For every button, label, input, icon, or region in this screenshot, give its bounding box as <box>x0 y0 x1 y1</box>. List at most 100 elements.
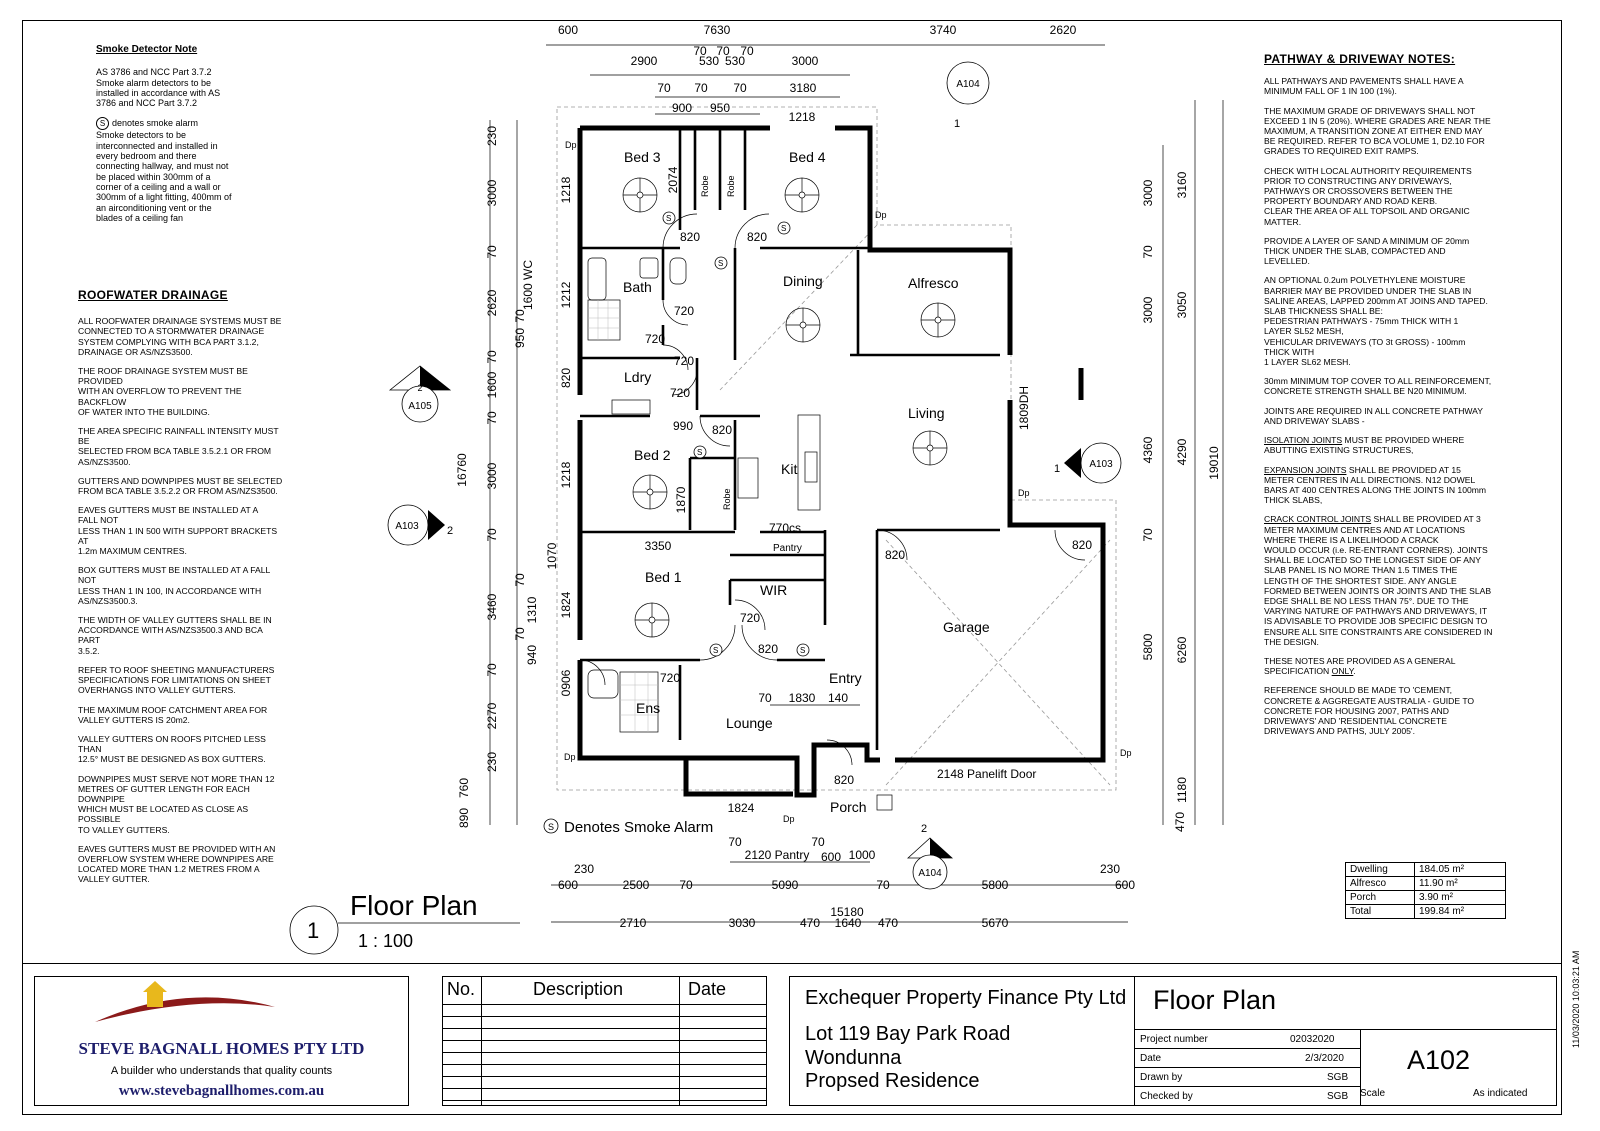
pathway-para: REFERENCE SHOULD BE MADE TO 'CEMENT, CON… <box>1264 685 1475 737</box>
title-block: STEVE BAGNALL HOMES PTY LTD A builder wh… <box>22 963 1562 1115</box>
dim-value: 820 <box>559 368 573 388</box>
bath-tub <box>587 257 607 301</box>
isolation-joints-term: ISOLATION JOINTS <box>1264 435 1343 446</box>
area-label: Total <box>1345 904 1415 919</box>
dim-value: 4290 <box>1175 438 1189 465</box>
crack-control-text: SHALL BE PROVIDED AT 3 METER MAXIMUM CEN… <box>1264 514 1493 647</box>
downpipe-label: Dp <box>875 210 887 220</box>
downpipe-labels: Dp Dp Dp Dp Dp Dp <box>564 140 1132 824</box>
room-bed4: Bed 4 <box>789 149 826 165</box>
marker-ref: A103 <box>395 521 419 532</box>
dim-value: 720 <box>674 304 694 318</box>
roofwater-para: REFER TO ROOF SHEETING MANUFACTURERS SPE… <box>78 664 275 696</box>
company-tagline: A builder who understands that quality c… <box>110 1065 333 1077</box>
drawn-by-label: Drawn by <box>1140 1072 1183 1083</box>
dim-value: 70 <box>740 44 754 58</box>
ceiling-fan-icon <box>632 474 668 510</box>
smoke-alarm-icon: S <box>693 445 707 459</box>
smoke-note-para1: AS 3786 and NCC Part 3.7.2 Smoke alarm d… <box>96 67 221 109</box>
dim-value: 70 <box>485 350 499 364</box>
dimension-text-top: 600 7630 3740 2620 2900 70 70 70 530 530… <box>558 23 1077 124</box>
dimension-text-interior: 2074 820 820 720 720 720 720 990 820 187… <box>645 166 1093 815</box>
roofwater-para: EAVES GUTTERS MUST BE INSTALLED AT A FAL… <box>78 505 278 557</box>
marker-num: 1 <box>1054 463 1060 475</box>
sheet-title: Floor Plan <box>1153 985 1277 1015</box>
room-wir: WIR <box>760 582 787 598</box>
dim-value: 1600 <box>485 371 499 398</box>
dim-value: 600 <box>558 878 578 892</box>
roofwater-para: DOWNPIPES MUST SERVE NOT MORE THAN 12 ME… <box>78 773 275 835</box>
drawn-by-row: Drawn by SGB <box>1135 1067 1360 1087</box>
marker-ref: A103 <box>1089 459 1113 470</box>
dimension-text-left: 16760 230 3000 70 2620 70 1600 70 3000 7… <box>455 126 573 828</box>
view-number: 1 <box>307 918 319 943</box>
info-divider <box>1360 1029 1361 1105</box>
dim-value: 70 <box>513 627 527 641</box>
dim-value: 70 <box>679 878 693 892</box>
dim-value: 820 <box>680 230 700 244</box>
dim-value: 16760 <box>455 453 469 487</box>
dim-value: 820 <box>834 773 854 787</box>
area-value: 3.90 m² <box>1414 890 1506 905</box>
panelift-door-label: 2148 Panelift Door <box>937 767 1036 781</box>
basin <box>639 257 659 279</box>
dim-value: 1640 <box>835 916 862 930</box>
fixtures <box>587 257 893 811</box>
drawing-sheet-border <box>22 20 1562 1115</box>
dim-value: 950 <box>513 328 527 348</box>
marker-ref: A105 <box>408 401 432 412</box>
room-alfresco: Alfresco <box>908 275 959 291</box>
revision-no-header: No. <box>447 979 476 999</box>
general-spec-end: . <box>1353 666 1356 677</box>
isolation-joints-text: MUST BE PROVIDED WHERE ABUTTING EXISTING… <box>1264 435 1465 456</box>
dim-value: 70 <box>1141 528 1155 542</box>
dim-value: 3350 <box>645 539 672 553</box>
pathway-para: CRACK CONTROL JOINTS SHALL BE PROVIDED A… <box>1264 514 1524 647</box>
marker-num: 2 <box>921 823 927 835</box>
revision-row <box>443 1016 766 1028</box>
view-title: 1 Floor Plan 1 : 100 <box>289 890 520 955</box>
room-ldry: Ldry <box>624 369 651 385</box>
smoke-alarm-icon: S <box>662 211 676 225</box>
svg-text:S: S <box>713 646 718 655</box>
area-value: 184.05 m² <box>1414 862 1506 877</box>
dim-value: 2620 <box>1050 23 1077 37</box>
dim-value: 70 <box>733 81 747 95</box>
dim-value: 140 <box>828 691 848 705</box>
dim-value: 900 <box>672 101 692 115</box>
smoke-detector-note: Smoke Detector Note AS 3786 and NCC Part… <box>96 44 271 232</box>
area-label: Dwelling <box>1345 862 1415 877</box>
pathway-para: THESE NOTES ARE PROVIDED AS A GENERAL SP… <box>1264 656 1524 676</box>
section-marker-a103-left: A103 2 <box>387 504 453 546</box>
date-value: 2/3/2020 <box>1305 1053 1344 1064</box>
dim-value: 1830 <box>789 691 816 705</box>
checked-by-row: Checked by SGB <box>1135 1086 1360 1106</box>
checked-by-value: SGB <box>1327 1091 1349 1102</box>
marker-ref: A104 <box>956 79 980 90</box>
roofwater-heading: ROOFWATER DRAINAGE <box>78 288 228 302</box>
ens-shower <box>619 671 659 733</box>
dim-value: 70 <box>513 573 527 587</box>
expansion-joints-text: SHALL BE PROVIDED AT 15 METER CENTRES IN… <box>1264 464 1487 506</box>
dim-value: 940 <box>525 645 539 665</box>
client-project-line: Propsed Residence <box>805 1070 980 1092</box>
dim-value: 720 <box>670 386 690 400</box>
pathway-para: EXPANSION JOINTS SHALL BE PROVIDED AT 15… <box>1264 465 1524 506</box>
dim-value: 3000 <box>485 179 499 206</box>
dim-value: 70 <box>876 878 890 892</box>
section-marker-a103-right: A103 1 <box>1054 442 1122 484</box>
general-spec-only: ONLY <box>1331 666 1354 677</box>
dim-value: 720 <box>660 671 680 685</box>
svg-text:S: S <box>666 214 671 223</box>
dim-value: 2120 Pantry <box>745 848 810 862</box>
roofwater-para: THE AREA SPECIFIC RAINFALL INTENSITY MUS… <box>78 426 279 467</box>
robe-label: Robe <box>700 175 710 197</box>
pathway-para: ISOLATION JOINTS MUST BE PROVIDED WHERE … <box>1264 435 1524 455</box>
client-details: Exchequer Property Finance Pty Ltd Lot 1… <box>789 976 1134 1106</box>
smoke-note-para2-first: denotes smoke alarm <box>112 118 199 129</box>
pathway-driveway-notes: PATHWAY & DRIVEWAY NOTES: ALL PATHWAYS A… <box>1264 53 1524 745</box>
dim-value: 600 <box>821 850 841 864</box>
dim-value: 2270 <box>485 702 499 729</box>
wc-label: 1600 WC <box>521 260 535 310</box>
